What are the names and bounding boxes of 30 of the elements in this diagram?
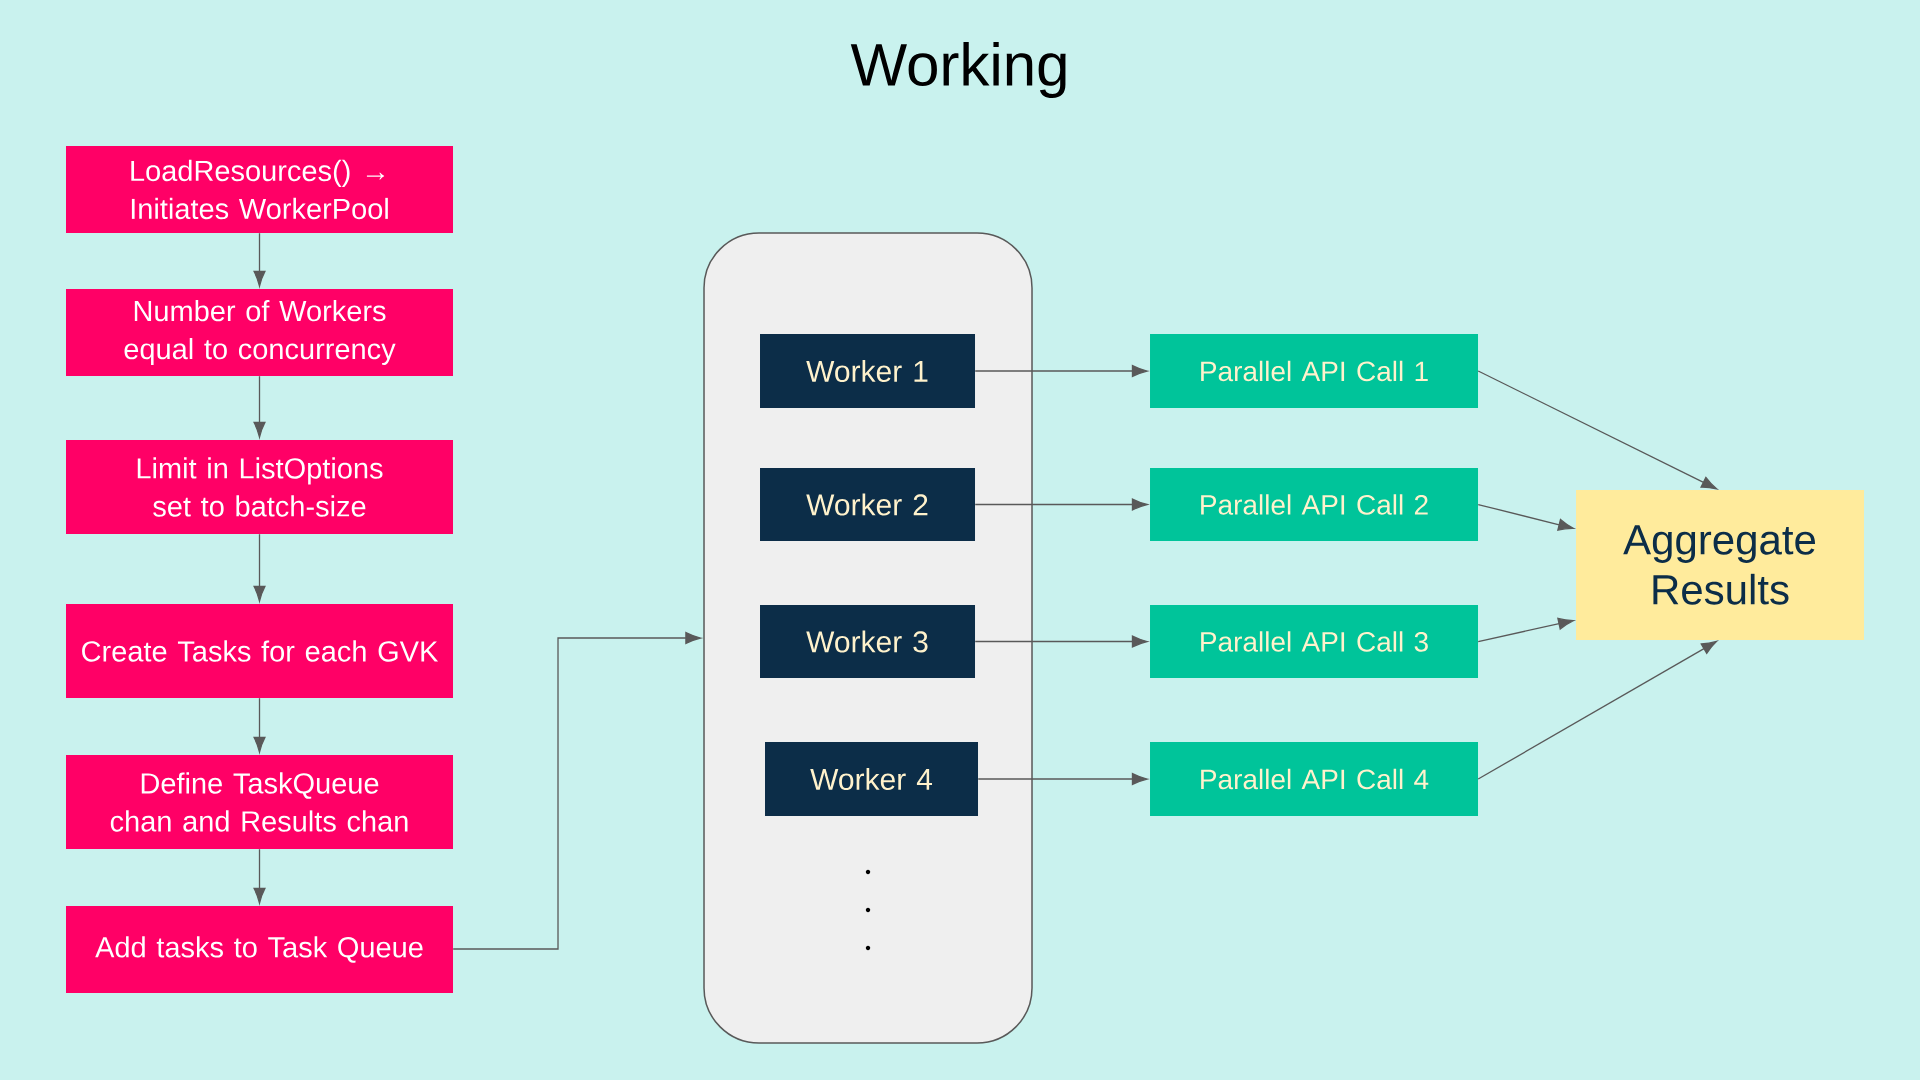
arrow bbox=[1477, 370, 1718, 490]
api-call-box: Parallel API Call 2 bbox=[1150, 468, 1478, 541]
arrow bbox=[253, 697, 266, 753]
arrow bbox=[974, 635, 1148, 648]
arrow bbox=[1477, 503, 1574, 531]
process-box: Limit in ListOptions set to batch-size bbox=[66, 440, 453, 534]
process-box: LoadResources() → Initiates WorkerPool bbox=[66, 146, 453, 233]
worker-box: Worker 3 bbox=[760, 605, 975, 678]
arrow bbox=[253, 375, 266, 438]
arrow bbox=[974, 364, 1148, 378]
arrow bbox=[253, 232, 266, 287]
api-call-box: Parallel API Call 1 bbox=[1150, 334, 1478, 408]
worker-box: Worker 2 bbox=[760, 468, 975, 541]
worker-box: Worker 4 bbox=[765, 742, 978, 816]
arrow bbox=[1477, 617, 1574, 643]
api-call-box: Parallel API Call 4 bbox=[1150, 742, 1478, 816]
process-box: Define TaskQueue chan and Results chan bbox=[66, 755, 453, 849]
process-box: Create Tasks for each GVK bbox=[66, 604, 453, 698]
api-call-box: Parallel API Call 3 bbox=[1150, 605, 1478, 678]
process-box: Add tasks to Task Queue bbox=[66, 906, 453, 993]
arrow bbox=[974, 498, 1148, 511]
aggregate-box: Aggregate Results bbox=[1576, 490, 1864, 640]
arrow bbox=[1477, 640, 1718, 780]
arrow bbox=[253, 533, 266, 602]
process-box: Number of Workers equal to concurrency bbox=[66, 289, 453, 376]
worker-box: Worker 1 bbox=[760, 334, 975, 408]
arrow bbox=[977, 772, 1148, 786]
arrow bbox=[253, 848, 266, 904]
arrow bbox=[452, 631, 702, 950]
title: Working bbox=[850, 42, 1066, 98]
